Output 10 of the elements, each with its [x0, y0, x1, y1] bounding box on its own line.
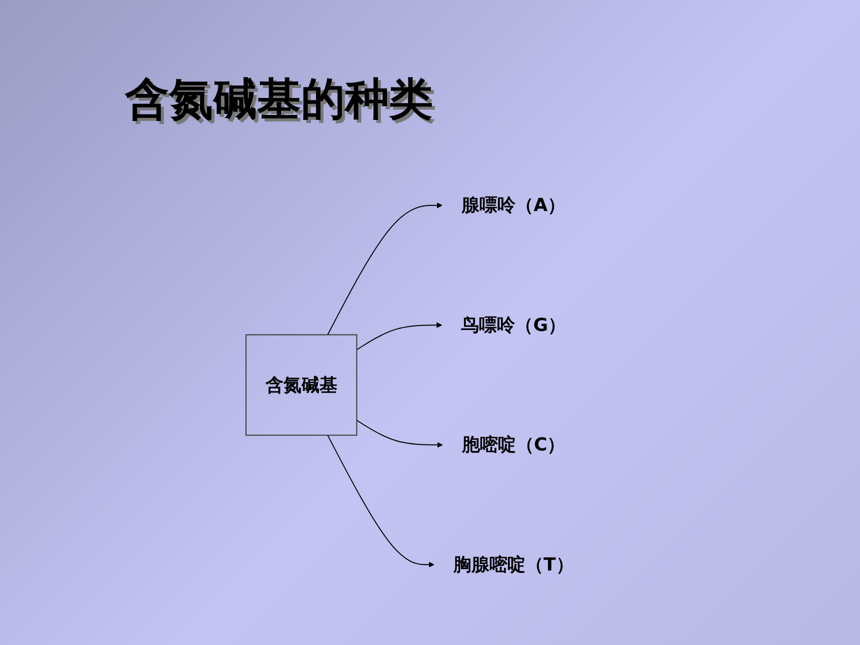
arrow [356, 322, 442, 350]
node-text: 腺嘌呤（A） [462, 194, 566, 216]
title: 含氮碱基的种类 [125, 73, 433, 127]
arrow [356, 420, 444, 448]
node-text: 胞嘧啶（C） [462, 434, 566, 456]
arrow [328, 434, 435, 568]
node-text: 鸟嘌呤（G） [462, 314, 566, 336]
arrow [328, 202, 443, 336]
node-text: 胸腺嘧啶（T） [454, 554, 574, 575]
node-box: 含氮碱基 [246, 334, 358, 436]
